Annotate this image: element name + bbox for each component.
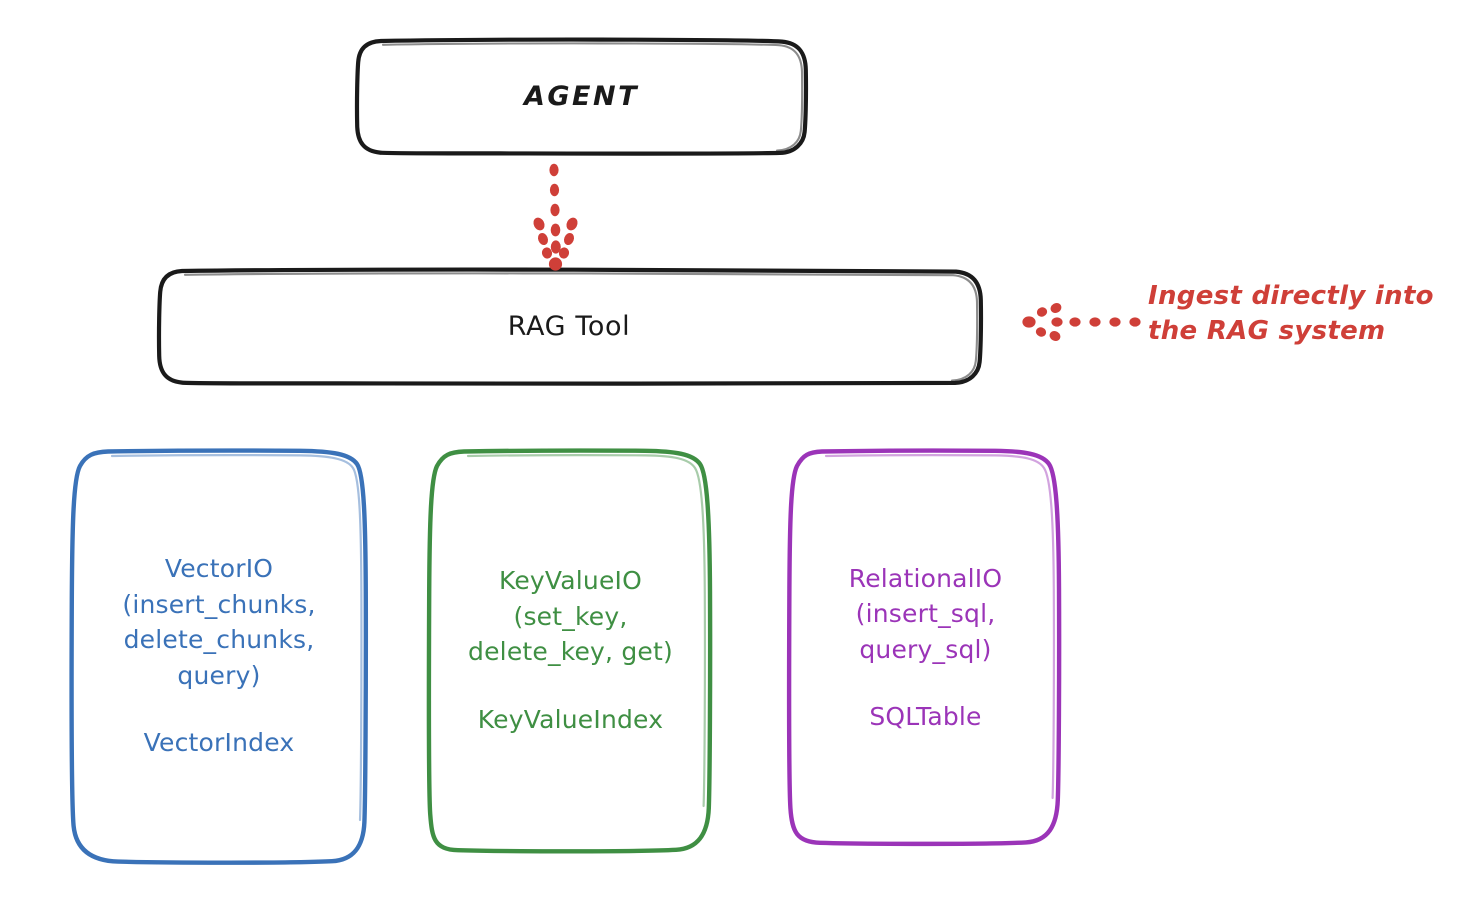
node-rag-tool[interactable]: RAG Tool	[157, 270, 981, 383]
relational-io-index-label: SQLTable	[869, 702, 982, 731]
node-agent[interactable]: AGENT	[357, 40, 806, 154]
node-vector-io[interactable]: VectorIO (insert_chunks, delete_chunks, …	[72, 450, 366, 862]
vector-io-api-label: VectorIO (insert_chunks, delete_chunks, …	[122, 554, 316, 690]
node-key-value-io[interactable]: KeyValueIO (set_key, delete_key, get) Ke…	[430, 450, 711, 850]
relational-io-api-label: RelationalIO (insert_sql, query_sql)	[848, 563, 1003, 664]
key-value-io-api-label: KeyValueIO (set_key, delete_key, get)	[468, 566, 673, 666]
node-relational-io[interactable]: RelationalIO (insert_sql, query_sql) SQL…	[790, 450, 1061, 845]
vector-io-index-label: VectorIndex	[143, 728, 295, 758]
dotted-arrow-down-icon	[533, 163, 578, 271]
ingest-annotation-label: Ingest directly into the RAG system	[1148, 281, 1434, 347]
dotted-arrow-left-icon	[1022, 302, 1141, 342]
node-agent-label: AGENT	[523, 81, 639, 113]
key-value-io-index-label: KeyValueIndex	[477, 704, 664, 734]
node-rag-tool-label: RAG Tool	[507, 310, 631, 342]
